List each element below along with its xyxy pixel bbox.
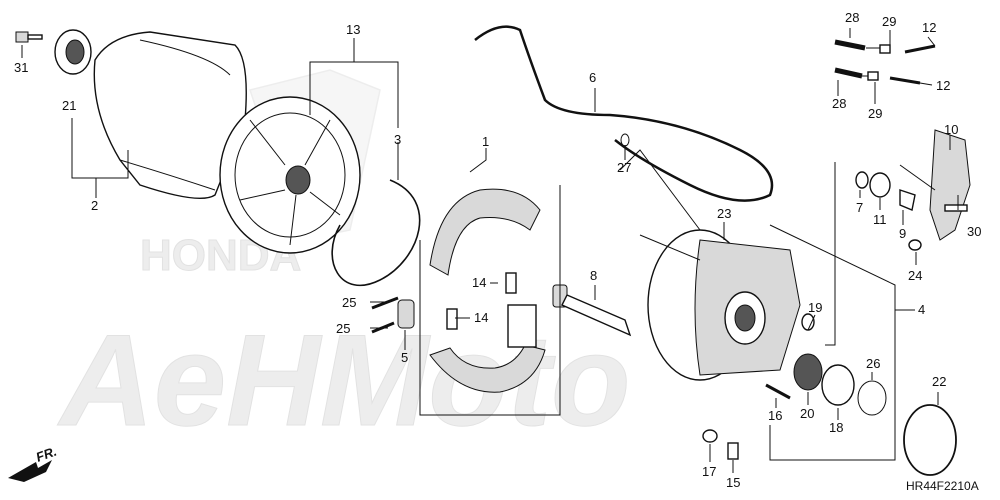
part-30-bolt <box>944 204 968 212</box>
callout-28a: 28 <box>845 10 859 25</box>
brake-shoe-lower <box>429 344 546 393</box>
part-22-o-ring <box>903 404 957 476</box>
callout-21: 21 <box>62 98 76 113</box>
callout-11: 11 <box>873 212 887 227</box>
part-11-spring <box>869 172 891 198</box>
part-24-nut <box>908 239 922 251</box>
callout-31: 31 <box>14 60 28 75</box>
part-20-seal <box>793 353 823 391</box>
part-15-bolt <box>727 442 739 460</box>
callout-8: 8 <box>590 268 597 283</box>
brake-shoe-bracket <box>507 304 537 348</box>
callout-12a: 12 <box>922 20 936 35</box>
part-3-snap-ring <box>331 179 421 287</box>
callout-26: 26 <box>866 356 880 371</box>
callout-23: 23 <box>717 206 731 221</box>
callout-17: 17 <box>702 464 716 479</box>
part-29-collar-upper <box>879 44 891 54</box>
part-16-stud <box>765 383 791 400</box>
callout-10: 10 <box>944 122 958 137</box>
callout-29a: 29 <box>882 14 896 29</box>
diagram-code: HR44F2210A <box>906 479 979 493</box>
part-13-drum <box>219 96 361 254</box>
part-21-seal <box>54 29 92 75</box>
drum-spokes <box>239 119 341 246</box>
part-18-bearing <box>821 364 855 406</box>
callout-12b: 12 <box>936 78 950 93</box>
part-23-brake-panel <box>647 229 801 381</box>
callout-25b: 25 <box>336 321 350 336</box>
spring-upper <box>505 272 517 294</box>
callout-27: 27 <box>617 160 631 175</box>
callout-4: 4 <box>918 302 925 317</box>
panel-bore-inner <box>734 304 756 332</box>
part-6-breather-tube <box>474 25 774 202</box>
spring-lower <box>446 308 458 330</box>
leader-lines <box>21 28 959 473</box>
pin-upper <box>371 296 399 310</box>
drum-hub <box>285 165 311 195</box>
callout-13: 13 <box>346 22 360 37</box>
part-7-washer <box>855 171 869 189</box>
cover-body <box>93 31 247 200</box>
part-26-ring <box>857 380 887 416</box>
callout-14a: 14 <box>472 275 486 290</box>
part-5-plate <box>397 299 415 329</box>
part-12-pin-lower <box>889 76 921 85</box>
part-2-cover <box>93 31 247 200</box>
brake-shoe-upper <box>429 188 541 276</box>
front-arrow-icon <box>8 460 52 482</box>
part-1-brake-shoes <box>429 188 546 393</box>
callout-5: 5 <box>401 350 408 365</box>
drum-rim <box>234 112 346 238</box>
shaft-body <box>561 294 632 337</box>
part-27-clip <box>620 133 630 147</box>
callout-2: 2 <box>91 198 98 213</box>
part-9-lever <box>899 189 916 211</box>
bolt-shank <box>27 34 43 40</box>
callout-22: 22 <box>932 374 946 389</box>
small-parts-right <box>702 39 971 476</box>
callout-1: 1 <box>482 134 489 149</box>
part-31-bolt <box>15 31 43 43</box>
seal-inner <box>65 39 85 65</box>
callout-18: 18 <box>829 420 843 435</box>
callout-3: 3 <box>394 132 401 147</box>
bolt-head <box>15 31 29 43</box>
callout-25a: 25 <box>342 295 356 310</box>
callouts: 31 21 2 13 3 1 6 27 23 8 14 14 25 25 5 2… <box>14 10 981 490</box>
callout-29b: 29 <box>868 106 882 121</box>
callout-7: 7 <box>856 200 863 215</box>
part-17-washer <box>702 429 718 443</box>
callout-24: 24 <box>908 268 922 283</box>
callout-19: 19 <box>808 300 822 315</box>
part-29-collar-lower <box>867 71 879 81</box>
callout-28b: 28 <box>832 96 846 111</box>
callout-6: 6 <box>589 70 596 85</box>
part-12-pin-upper <box>904 44 936 54</box>
part-28-springs <box>834 39 866 79</box>
callout-30: 30 <box>967 224 981 239</box>
part-14-springs <box>446 272 517 330</box>
part-10-arm <box>929 129 971 241</box>
callout-15: 15 <box>726 475 740 490</box>
cover-lower-line <box>119 159 216 191</box>
cover-rim-line <box>139 39 231 76</box>
callout-20: 20 <box>800 406 814 421</box>
callout-16: 16 <box>768 408 782 423</box>
callout-9: 9 <box>899 226 906 241</box>
front-label: FR. <box>34 444 59 465</box>
front-indicator: FR. <box>8 444 59 482</box>
callout-14b: 14 <box>474 310 488 325</box>
